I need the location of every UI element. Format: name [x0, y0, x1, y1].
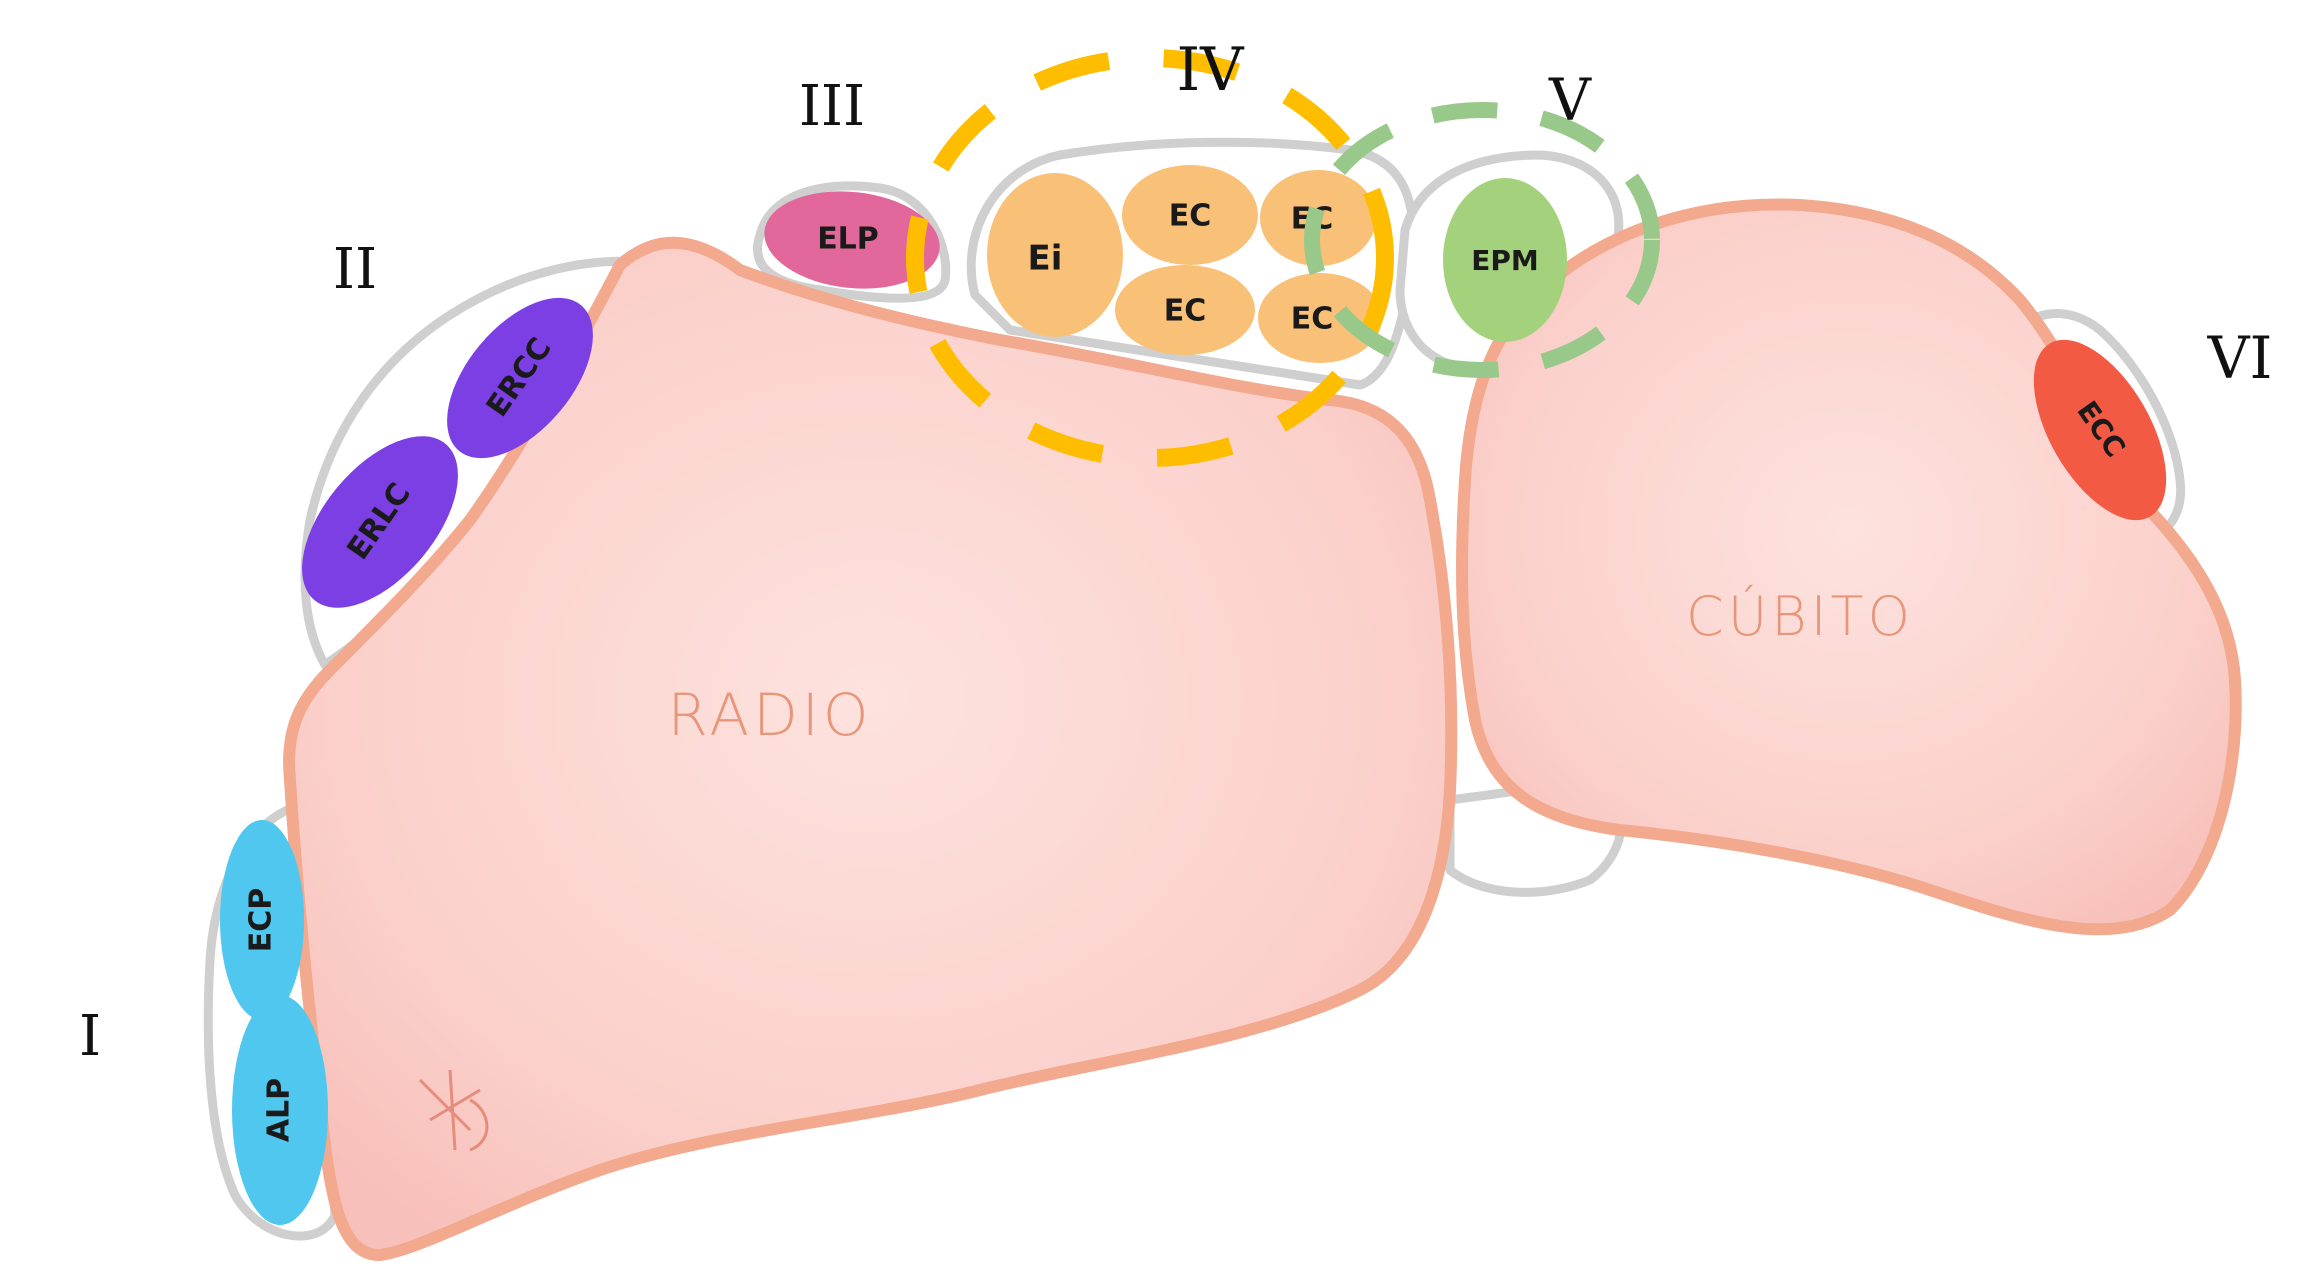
tendon-elp-label: ELP [817, 222, 879, 257]
compartment-V-tendons: EPM [1443, 178, 1567, 342]
compartment-label-I: I [79, 1004, 101, 1069]
ulna-label: CÚBITO [1686, 585, 1914, 648]
tendon-alp-label: ALP [262, 1078, 297, 1142]
compartment-label-VI: VI [2207, 324, 2273, 392]
tendon-epm-label: EPM [1471, 244, 1539, 277]
tendon-ecp-label: ECP [244, 888, 279, 953]
radius-label: RADIO [667, 681, 872, 749]
tendon-ei-label: Ei [1028, 239, 1063, 279]
compartment-label-V: V [1548, 66, 1592, 134]
tendon-ec-3-label: EC [1164, 294, 1207, 329]
compartment-label-IV: IV [1176, 35, 1245, 105]
compartment-label-II: II [333, 237, 377, 302]
compartment-label-III: III [799, 74, 865, 139]
tendon-ec-4-label: EC [1291, 302, 1334, 337]
ulna-bone [1462, 204, 2236, 929]
tendon-ec-1-label: EC [1169, 199, 1212, 234]
